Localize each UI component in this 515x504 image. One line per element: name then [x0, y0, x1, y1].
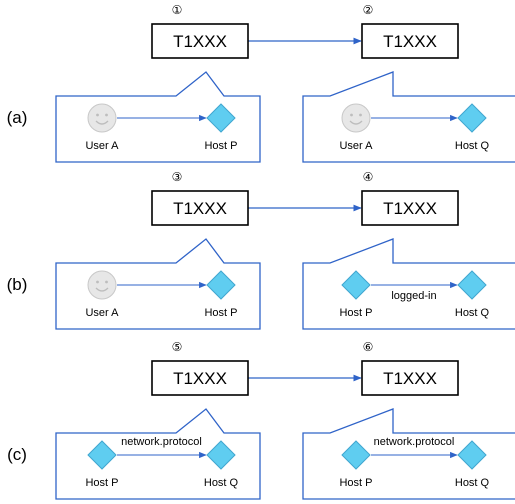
technique-box[interactable] [361, 360, 459, 396]
left-node-label: User A [85, 307, 119, 319]
left-node-label: Host P [339, 307, 372, 319]
host-diamond-icon [457, 270, 487, 300]
step-number: ③ [172, 170, 183, 184]
diamond-shape [457, 103, 487, 133]
technique-box[interactable] [151, 190, 249, 226]
right-node-label: Host P [204, 307, 237, 319]
row-c: (c) ⑤ T1XXX Host P Host Q network.protocol ⑥ T1… [7, 340, 515, 500]
left-node-label: User A [85, 140, 119, 152]
diamond-shape [87, 440, 117, 470]
diamond-shape [206, 103, 236, 133]
face-circle [87, 270, 117, 300]
edge-label: network.protocol [374, 436, 455, 448]
user-face-icon [341, 103, 371, 133]
diamond-shape [206, 440, 236, 470]
technique-box-label: T1XXX [383, 199, 437, 218]
right-node-label: Host Q [455, 477, 490, 489]
step-number: ① [172, 3, 183, 17]
row-b: (b) ③ T1XXX User A Host P ④ T1XXX Host P Host Q l… [7, 170, 515, 330]
diamond-shape [457, 270, 487, 300]
diamond-shape [341, 270, 371, 300]
technique-box-label: T1XXX [173, 32, 227, 51]
callout-panel [55, 238, 261, 330]
callout-panel [302, 408, 515, 500]
face-circle [87, 103, 117, 133]
left-node-label: Host P [85, 477, 118, 489]
face-eye-left [96, 113, 99, 117]
face-smile [349, 120, 363, 125]
step-number: ④ [363, 170, 374, 184]
callout-panel [302, 238, 515, 330]
face-smile [95, 120, 109, 125]
row-label: (b) [7, 275, 28, 294]
technique-box[interactable] [361, 23, 459, 59]
host-diamond-icon [457, 103, 487, 133]
right-node-label: Host Q [204, 477, 239, 489]
step-number: ⑤ [172, 340, 183, 354]
right-node-label: Host Q [455, 307, 490, 319]
technique-box[interactable] [151, 23, 249, 59]
technique-box[interactable] [151, 360, 249, 396]
right-node-label: Host Q [455, 140, 490, 152]
face-eye-right [359, 113, 362, 117]
technique-box-label: T1XXX [383, 32, 437, 51]
face-eye-right [105, 280, 108, 284]
step-3: ③ T1XXX User A Host P [55, 170, 261, 330]
technique-box[interactable] [361, 190, 459, 226]
diamond-shape [341, 440, 371, 470]
callout-panel [55, 71, 261, 163]
step-6: ⑥ T1XXX Host P Host Q network.protocol [302, 340, 515, 500]
face-eye-right [105, 113, 108, 117]
right-node-label: Host P [204, 140, 237, 152]
host-diamond-icon [457, 440, 487, 470]
edge-label: logged-in [391, 290, 436, 302]
technique-box-label: T1XXX [173, 199, 227, 218]
user-face-icon [87, 103, 117, 133]
face-eye-left [350, 113, 353, 117]
edge-label: network.protocol [121, 436, 202, 448]
face-circle [341, 103, 371, 133]
row-a: (a) ① T1XXX User A Host P ② T1XXX User A Host Q [7, 3, 515, 163]
step-4: ④ T1XXX Host P Host Q logged-in [302, 170, 515, 330]
user-face-icon [87, 270, 117, 300]
host-diamond-icon [341, 270, 371, 300]
step-5: ⑤ T1XXX Host P Host Q network.protocol [55, 340, 261, 500]
step-number: ⑥ [363, 340, 374, 354]
step-1: ① T1XXX User A Host P [55, 3, 261, 163]
host-diamond-icon [206, 103, 236, 133]
host-diamond-icon [87, 440, 117, 470]
left-node-label: Host P [339, 477, 372, 489]
host-diamond-icon [206, 440, 236, 470]
face-eye-left [96, 280, 99, 284]
step-number: ② [363, 3, 374, 17]
face-smile [95, 287, 109, 292]
callout-panel [302, 71, 515, 163]
callout-panel [55, 408, 261, 500]
row-label: (a) [7, 108, 28, 127]
diamond-shape [457, 440, 487, 470]
left-node-label: User A [339, 140, 373, 152]
row-label: (c) [7, 445, 27, 464]
diamond-shape [206, 270, 236, 300]
host-diamond-icon [341, 440, 371, 470]
host-diamond-icon [206, 270, 236, 300]
step-2: ② T1XXX User A Host Q [302, 3, 515, 163]
technique-box-label: T1XXX [173, 369, 227, 388]
technique-box-label: T1XXX [383, 369, 437, 388]
